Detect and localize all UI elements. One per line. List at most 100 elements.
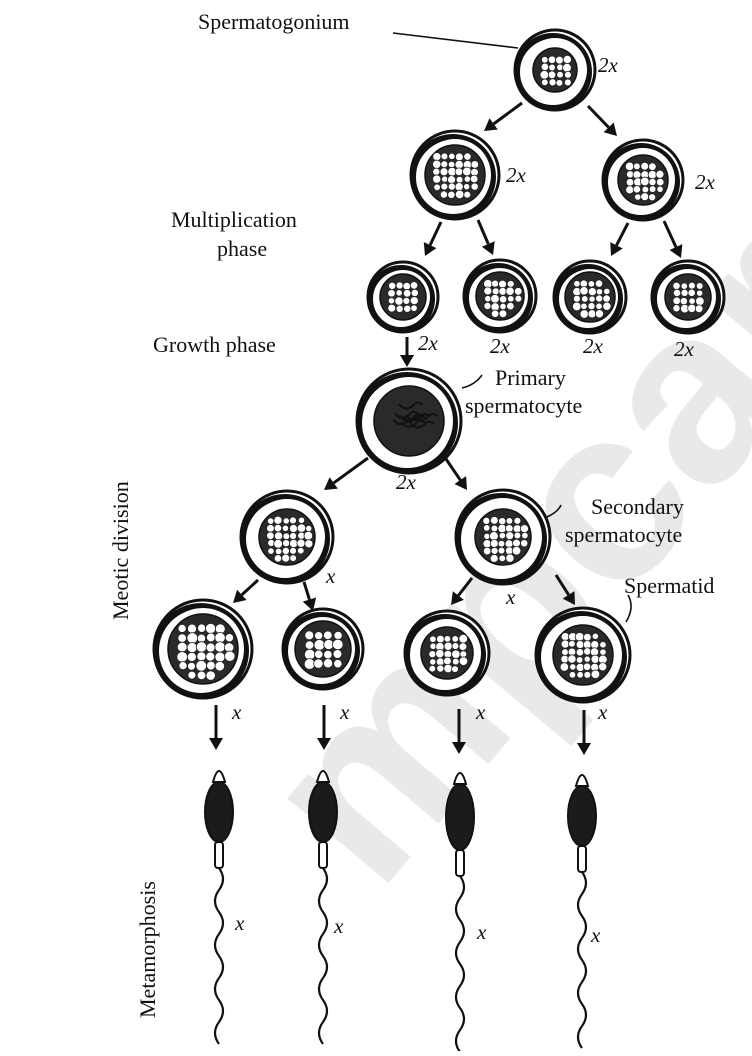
granule xyxy=(177,652,188,663)
ploidy-sperm-1: x xyxy=(234,911,245,935)
granule xyxy=(187,643,197,653)
granule xyxy=(430,636,437,643)
granule xyxy=(471,183,478,190)
granule xyxy=(581,296,588,303)
ploidy-mult1-left: 2x xyxy=(506,163,527,187)
granule xyxy=(444,636,451,643)
granule xyxy=(681,289,688,296)
granule xyxy=(215,652,225,662)
granule xyxy=(499,555,506,562)
arrow-m1l-left xyxy=(424,222,441,256)
cell-spermatid-3 xyxy=(405,611,489,695)
granule xyxy=(324,650,332,658)
sperm-tail xyxy=(215,868,223,1044)
granule xyxy=(514,288,522,296)
granule xyxy=(434,184,441,191)
label-primary-spermatocyte: spermatocyte xyxy=(465,393,582,418)
granule xyxy=(506,532,514,540)
granule xyxy=(649,178,656,185)
granule xyxy=(283,533,290,540)
cell-mult2-1 xyxy=(368,262,438,332)
granule xyxy=(282,547,289,554)
arrow-sg-left xyxy=(484,103,522,131)
granule xyxy=(297,547,304,554)
granule xyxy=(600,642,607,649)
granule xyxy=(688,282,695,289)
granule xyxy=(573,295,580,302)
granule xyxy=(599,663,607,671)
granule xyxy=(640,177,649,186)
label-spermatogonium: Spermatogonium xyxy=(198,9,350,34)
granule xyxy=(556,56,564,64)
arrow-shaft xyxy=(588,106,609,127)
granule xyxy=(625,162,634,171)
granule xyxy=(274,532,282,540)
granule xyxy=(491,294,500,303)
granule xyxy=(268,548,274,554)
granule xyxy=(448,191,455,198)
granule xyxy=(206,643,215,652)
granule xyxy=(410,282,418,290)
cell-spermatogonium xyxy=(515,30,595,110)
granule xyxy=(396,290,402,296)
granule xyxy=(178,624,186,632)
arrow-head xyxy=(324,477,338,490)
granule xyxy=(541,79,548,86)
cell-secondary-right xyxy=(456,490,550,584)
granule xyxy=(306,525,312,531)
granule xyxy=(452,658,459,665)
granule xyxy=(290,555,297,562)
granule xyxy=(275,548,282,555)
granule xyxy=(304,649,315,660)
granule xyxy=(483,547,491,555)
ploidy-spermatid-1: x xyxy=(231,700,242,724)
granule xyxy=(429,665,436,672)
granule xyxy=(429,651,436,658)
cell-mult1-right xyxy=(603,140,683,220)
ploidy-spermatid-2: x xyxy=(339,700,350,724)
pointer-primary xyxy=(462,375,482,388)
granule xyxy=(492,280,499,287)
granule xyxy=(470,175,478,183)
granule xyxy=(696,283,703,290)
granule xyxy=(626,186,634,194)
granule xyxy=(641,162,649,170)
granule xyxy=(695,305,703,313)
granule xyxy=(187,652,196,661)
granule xyxy=(505,525,513,533)
ploidy-spermatogonium: 2x xyxy=(598,53,619,77)
granule xyxy=(444,642,452,650)
granule xyxy=(455,190,464,199)
granule xyxy=(464,176,470,182)
granule xyxy=(561,640,569,648)
granule xyxy=(444,657,452,665)
granule xyxy=(688,289,695,296)
granule xyxy=(634,163,641,170)
granule xyxy=(440,191,447,198)
granule xyxy=(298,517,304,523)
granule xyxy=(522,532,529,539)
granule xyxy=(396,282,403,289)
sperm-head xyxy=(568,786,596,846)
granule xyxy=(588,303,595,310)
granule xyxy=(177,642,187,652)
granule xyxy=(323,631,332,640)
granule xyxy=(437,635,445,643)
label-primary: Primary xyxy=(495,365,566,390)
ploidy-mult2-3: 2x xyxy=(583,334,604,358)
granule xyxy=(584,648,591,655)
granule xyxy=(455,183,463,191)
granule xyxy=(441,183,448,190)
granule xyxy=(591,655,599,663)
granule xyxy=(498,547,505,554)
granule xyxy=(267,532,275,540)
granule xyxy=(305,631,314,640)
granule xyxy=(506,518,513,525)
label-multiplication: Multiplication xyxy=(171,207,297,232)
arrow-shaft xyxy=(304,582,309,600)
cell-mult2-2 xyxy=(464,260,536,332)
middle-piece xyxy=(578,846,586,872)
granule xyxy=(206,633,215,642)
granule xyxy=(581,303,588,310)
granule xyxy=(187,624,196,633)
